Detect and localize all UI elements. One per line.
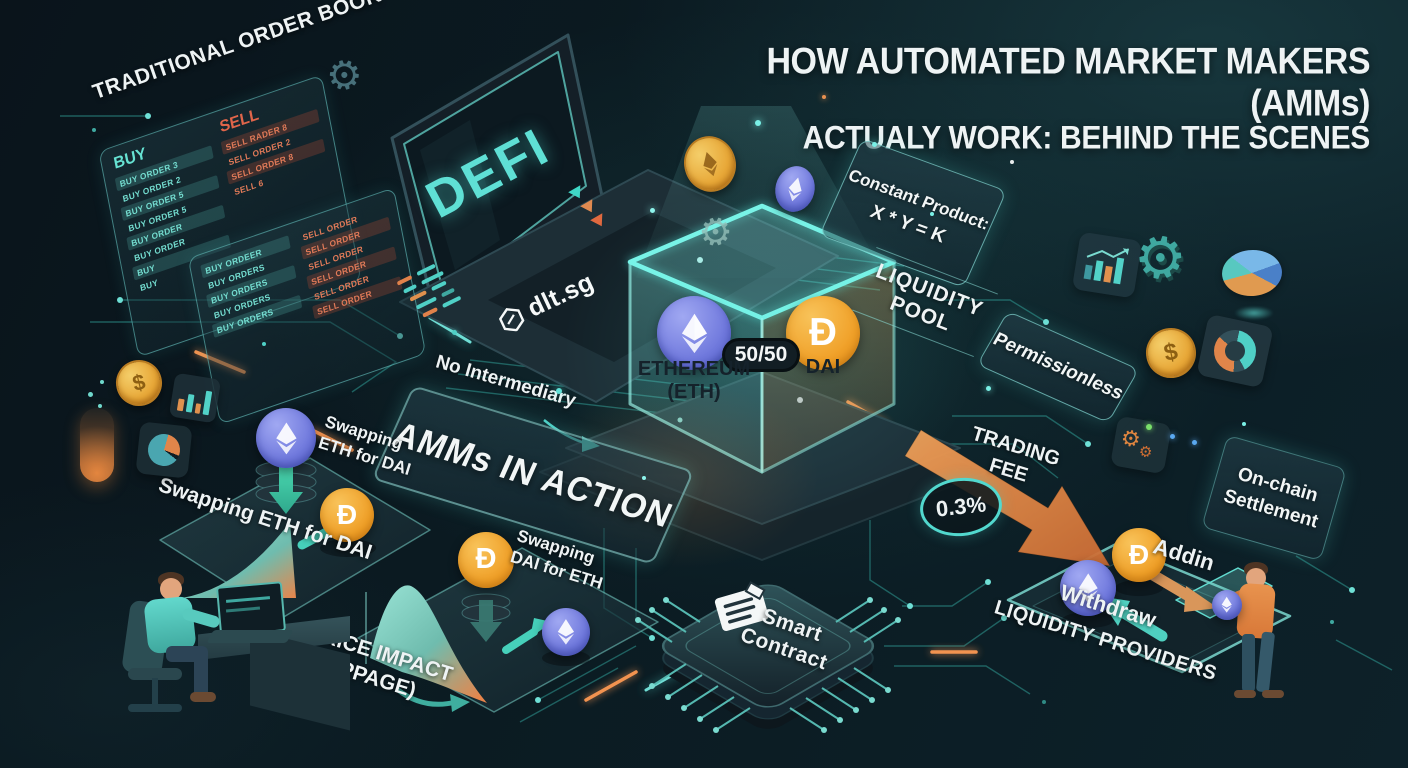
particle	[872, 142, 877, 147]
dai-coin-lp: Đ	[1112, 528, 1166, 582]
chip-pin-dots	[635, 597, 901, 733]
status-dot-blue	[1170, 434, 1175, 439]
dollar-symbol: $	[1161, 337, 1181, 368]
title-line-2: ACTUALY WORK: BEHIND THE SCENES	[802, 120, 1371, 157]
person-head	[160, 578, 182, 600]
circuit-traces	[60, 115, 1393, 723]
eth-ticker: (ETH)	[667, 381, 721, 403]
status-dot-blue	[1192, 440, 1197, 445]
particle	[262, 342, 266, 346]
pie-chart-small-icon	[135, 421, 193, 479]
price-impact-scene	[357, 547, 659, 713]
dai-coin-swap-2: Đ	[458, 532, 514, 588]
pie-glyph	[146, 432, 182, 468]
buy-column-2: BUY ORDEER BUY ORDERS BUY ORDERS BUY ORD…	[200, 233, 306, 354]
eth-label: ETHEREUM (ETH)	[626, 358, 762, 404]
ethereum-icon	[1221, 597, 1233, 613]
bubble-dot	[88, 392, 93, 397]
dai-symbol: Đ	[809, 310, 837, 354]
particle	[92, 128, 96, 132]
eth-coin-held	[1212, 590, 1242, 620]
ethereum-icon	[1078, 573, 1098, 603]
particle	[650, 208, 655, 213]
person-torso	[1236, 582, 1276, 640]
sell-column-2: SELL ORDER SELL ORDER SELL ORDER SELL OR…	[297, 200, 403, 321]
particle	[1010, 160, 1014, 164]
dai-symbol: Đ	[1128, 538, 1150, 570]
bar-chart-glyph	[1083, 248, 1130, 285]
eth-coin-lp	[1060, 560, 1116, 616]
pool-ratio-badge: 50/50	[722, 338, 800, 372]
person-shoe	[1262, 690, 1284, 698]
chair-pole	[152, 678, 158, 706]
eth-coin-swap	[256, 408, 316, 468]
particle	[1042, 700, 1046, 704]
title-line-1: HOW AUTOMATED MARKET MAKERS (AMMs)	[766, 40, 1371, 125]
person-leg	[1242, 634, 1255, 692]
particle	[822, 95, 826, 99]
dlt-sg-brand: dlt.sg	[493, 244, 650, 338]
eth-name: ETHEREUM	[637, 358, 751, 380]
pie-chart-glow	[1234, 306, 1274, 320]
particle	[556, 388, 562, 394]
particle	[930, 212, 934, 216]
bar-chart-small-icon	[168, 372, 222, 424]
chip-pins	[637, 599, 899, 731]
ethereum-icon	[557, 619, 575, 645]
status-dot-green	[1146, 424, 1152, 430]
dlt-hexagon-logo-icon	[498, 307, 525, 331]
person-leg	[1255, 631, 1276, 693]
ethereum-icon	[788, 177, 802, 201]
ethereum-icon	[703, 151, 718, 177]
dai-coin-swap: Đ	[320, 488, 374, 542]
trading-fee-arrow	[904, 429, 1111, 567]
trader-at-desk	[100, 560, 380, 760]
gear-icon: ⚙	[1137, 442, 1154, 462]
liquidity-provider-person	[1221, 562, 1302, 716]
particle	[755, 120, 761, 126]
particle	[1242, 422, 1246, 426]
bubble-dot	[98, 404, 102, 408]
glowing-capsule-icon	[80, 408, 114, 482]
eth-coin-swap-2	[542, 608, 590, 656]
gold-eth-coin	[677, 129, 743, 199]
bars-glyph	[176, 381, 213, 416]
page-title: HOW AUTOMATED MARKET MAKERS (AMMs) ACTUA…	[660, 40, 1371, 157]
bar-chart-icon	[1071, 231, 1143, 299]
particle	[642, 476, 646, 480]
dollar-symbol: $	[129, 368, 148, 397]
ethereum-icon	[681, 313, 707, 353]
dai-label: DAI	[805, 356, 841, 378]
particle	[452, 330, 457, 335]
contract-document-icon	[714, 581, 769, 632]
person-shoe	[1234, 690, 1256, 698]
donut-chart-icon	[1196, 313, 1274, 389]
gears-tile-icon: ⚙ ⚙	[1110, 415, 1172, 475]
smart-contract-chip	[635, 581, 901, 733]
chair-seat	[128, 668, 182, 680]
donut-glyph	[1210, 326, 1260, 376]
eth-coin	[657, 296, 731, 370]
particle	[986, 386, 991, 391]
person-shoe	[190, 692, 216, 702]
ethereum-icon	[275, 422, 297, 454]
desk-front	[250, 629, 350, 731]
person-leg	[194, 654, 208, 696]
purple-eth-coin	[770, 161, 820, 217]
laptop-base	[206, 630, 294, 643]
dai-symbol: Đ	[475, 543, 497, 576]
chair-base	[128, 704, 182, 712]
bubble-dot	[100, 380, 104, 384]
particle	[1330, 620, 1334, 624]
dai-symbol: Đ	[336, 498, 358, 530]
